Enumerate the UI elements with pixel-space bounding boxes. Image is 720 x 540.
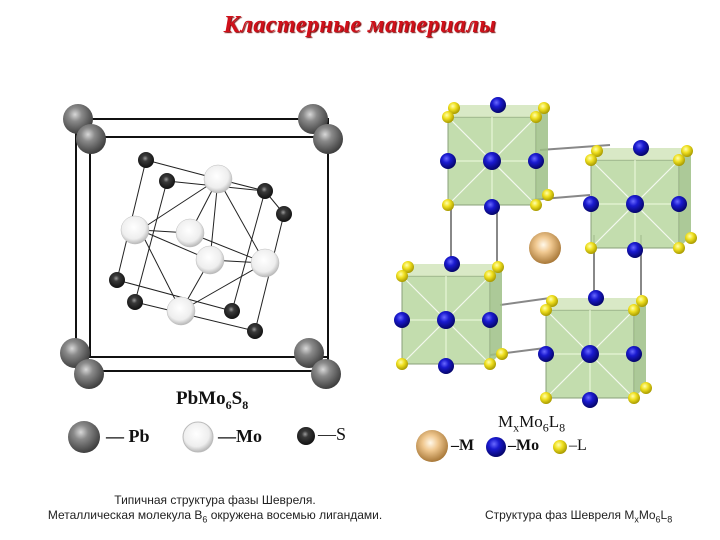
left-caption-line1: Типичная структура фазы Шевреля. <box>114 493 316 507</box>
s-legend-atom <box>297 427 315 445</box>
left-caption-line2: Металлическая молекула B6 окружена восем… <box>47 508 383 525</box>
left-formula: PbMo6S8 <box>176 388 249 412</box>
mo-blue-legend-atom <box>486 437 506 457</box>
m-legend-atom <box>416 430 448 462</box>
l-legend-atom <box>553 440 567 454</box>
slide-title: Кластерные материалы <box>223 12 497 38</box>
legend-m: –M <box>451 437 475 454</box>
right-structure <box>393 96 698 409</box>
left-structure <box>60 104 343 389</box>
legend-mo-blue: –Mo <box>508 437 540 454</box>
legend-l: –L <box>569 437 587 454</box>
legend-pb: — Pb <box>106 426 150 446</box>
right-caption: Структура фаз Шевреля MxMo6L8 <box>485 508 673 525</box>
pb-legend-atom <box>68 421 100 453</box>
legend-mo: —Mo <box>218 426 262 446</box>
left-caption: Типичная структура фазы Шевреля. Металли… <box>0 493 430 527</box>
right-formula: MxMo6L8 <box>498 412 566 435</box>
legend-s: —S <box>318 424 347 444</box>
mo-legend-atom <box>182 421 214 453</box>
